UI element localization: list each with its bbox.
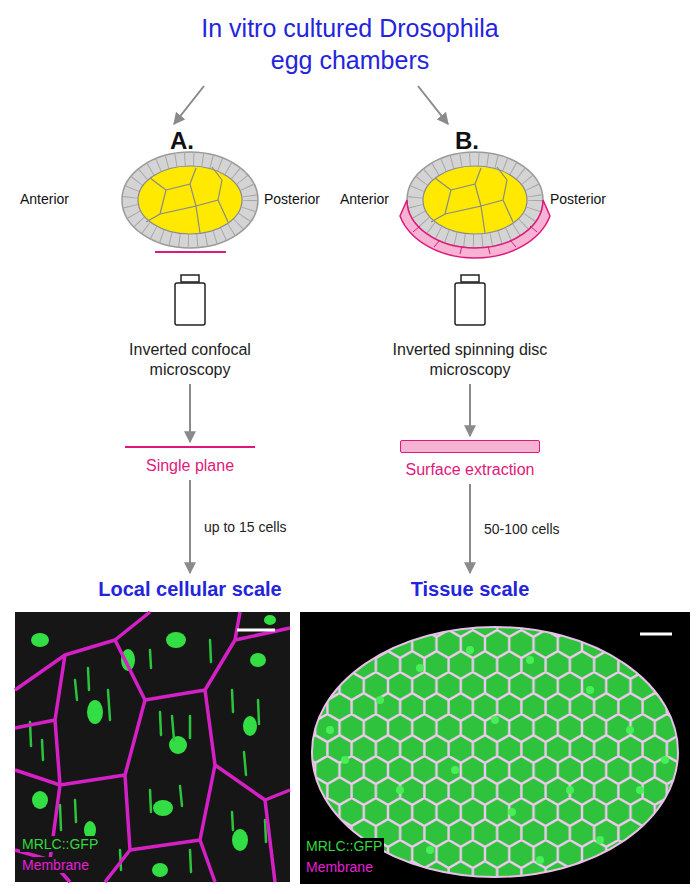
cell-membranes [300, 612, 690, 884]
nurse-cell-borders [431, 167, 513, 233]
imaged-surface [400, 200, 550, 258]
title-arrow [418, 86, 448, 124]
panel-letter: B. [455, 127, 479, 155]
cell-membranes [15, 612, 290, 882]
scale-bar [640, 633, 672, 636]
node-text: Inverted confocal microscopy [100, 340, 280, 380]
channel-label: MRLC::GFP [20, 836, 100, 852]
follicle-layer [122, 152, 258, 248]
panel-letter: A. [170, 127, 194, 155]
follicle-cells [415, 159, 535, 241]
diagram-title: In vitro cultured Drosophila egg chamber… [200, 12, 500, 76]
objective-icon [455, 275, 485, 325]
egg-chamber [122, 152, 258, 252]
flow-arrow [469, 484, 471, 573]
micrograph-tissue [300, 612, 690, 884]
axis-label: Posterior [264, 191, 320, 207]
node-text: Local cellular scale [60, 577, 320, 601]
flow-arrow [189, 480, 191, 573]
flow-arrow [189, 384, 191, 442]
axis-label: Anterior [20, 191, 69, 207]
node-text: Surface extraction [400, 460, 540, 480]
process-text: Inverted confocal microscopy [100, 340, 280, 380]
myosin-foci [326, 646, 669, 864]
germline [138, 166, 242, 234]
imaged-surface-cells [413, 226, 537, 254]
channel-label: Membrane [20, 857, 91, 873]
plane-box: Single plane [125, 446, 255, 476]
title-arrow [174, 86, 204, 124]
micrograph-cellular [15, 612, 290, 882]
imaging-plane [155, 251, 226, 253]
channel-label: MRLC::GFP [304, 838, 384, 854]
channel-label: Membrane [304, 859, 375, 875]
axis-label: Posterior [550, 191, 606, 207]
process-text: Inverted spinning disc microscopy [375, 340, 565, 380]
axis-label: Anterior [340, 191, 389, 207]
egg-chamber [400, 152, 550, 258]
node-text: Inverted spinning disc microscopy [375, 340, 565, 380]
follicle-cells [130, 159, 250, 241]
objective-icon [175, 275, 205, 325]
surface-box: Surface extraction [400, 440, 540, 480]
arrow-label: 50-100 cells [482, 521, 562, 537]
flow-arrow [469, 384, 471, 436]
node-text: Single plane [125, 456, 255, 476]
scale-heading: Tissue scale [360, 577, 580, 601]
nurse-cell-borders [146, 167, 228, 233]
arrow-label: up to 15 cells [202, 519, 289, 535]
extraction-bar [400, 440, 540, 453]
node-text: Tissue scale [360, 577, 580, 601]
scale-bar [237, 629, 275, 632]
scale-heading: Local cellular scale [60, 577, 320, 601]
germline [423, 166, 527, 234]
